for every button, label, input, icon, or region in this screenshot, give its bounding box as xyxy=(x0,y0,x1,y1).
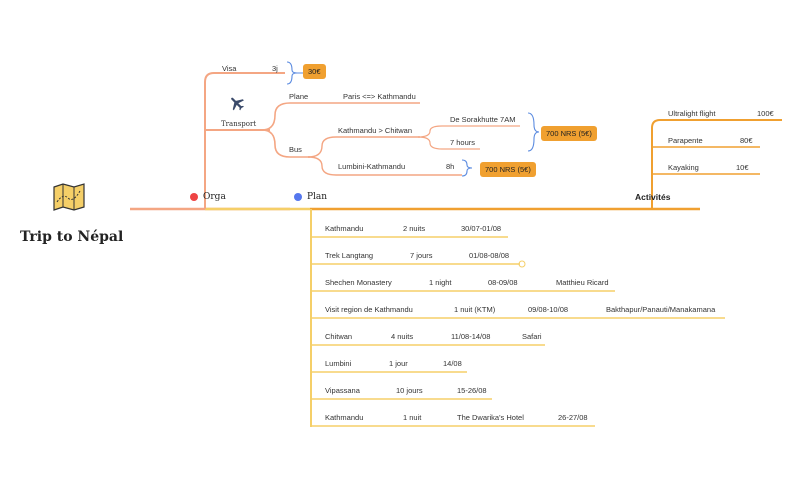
plan-cell: Chitwan xyxy=(325,332,353,341)
airplane-icon xyxy=(228,94,246,117)
plan-cell: 1 nuit xyxy=(403,413,422,422)
bus-time2: 8h xyxy=(446,162,455,171)
plan-dot xyxy=(294,193,302,201)
plan-cell: 1 jour xyxy=(389,359,408,368)
bus-cost2-badge: 700 NRS (5€) xyxy=(480,162,536,177)
plan-cell: 14/08 xyxy=(443,359,462,368)
activity-name: Kayaking xyxy=(668,163,699,172)
visa-label: Visa xyxy=(222,64,237,73)
bus-route2: Lumbini-Kathmandu xyxy=(338,162,406,171)
plan-cell: Matthieu Ricard xyxy=(556,278,609,287)
plan-cell: Kathmandu xyxy=(325,224,364,233)
plan-cell: 1 nuit (KTM) xyxy=(454,305,496,314)
plan-cell: 1 night xyxy=(429,278,452,287)
activity-price: 10€ xyxy=(736,163,749,172)
plan-cell: 7 jours xyxy=(410,251,433,260)
plan-cell: Lumbini xyxy=(325,359,352,368)
plan-cell: Bakthapur/Panauti/Manakamana xyxy=(606,305,716,314)
root-title: Trip to Népal xyxy=(20,229,124,245)
transport-label: Transport xyxy=(221,120,257,128)
plan-cell: Safari xyxy=(522,332,542,341)
activity-price: 100€ xyxy=(757,109,774,118)
plane-route: Paris <=> Kathmandu xyxy=(343,92,416,101)
orga-dot xyxy=(190,193,198,201)
plane-label: Plane xyxy=(289,92,309,101)
plan-cell: 11/08-14/08 xyxy=(451,332,491,341)
bus-cost1-badge: 700 NRS (5€) xyxy=(541,126,597,141)
activity-name: Parapente xyxy=(668,136,703,145)
plan-cell: 15-26/08 xyxy=(457,386,487,395)
branch-plan: Plan xyxy=(307,192,328,202)
bus-route1: Kathmandu > Chitwan xyxy=(338,126,413,135)
plan-cell: 26-27/08 xyxy=(558,413,588,422)
visa-cost-badge: 30€ xyxy=(303,64,326,79)
plan-cell: 30/07-01/08 xyxy=(461,224,502,233)
bus-time1: 7 hours xyxy=(450,138,476,147)
plan-cell: Shechen Monastery xyxy=(325,278,392,287)
plan-cell: Vipassana xyxy=(325,386,360,395)
bus-stop1: De Sorakhutte 7AM xyxy=(450,115,516,124)
plan-cell: Trek Langtang xyxy=(325,251,374,260)
plan-cell: 01/08-08/08 xyxy=(469,251,510,260)
visa-duration: 3j xyxy=(272,64,278,73)
plan-cell: 10 jours xyxy=(396,386,423,395)
plan-cell: The Dwarika's Hotel xyxy=(457,413,524,422)
plan-cell: 09/08-10/08 xyxy=(528,305,569,314)
activity-name: Ultralight flight xyxy=(668,109,716,118)
map-icon xyxy=(53,183,85,216)
bus-label: Bus xyxy=(289,145,302,154)
plan-cell: 2 nuits xyxy=(403,224,426,233)
branch-orga: Orga xyxy=(203,192,226,202)
plan-cell: 4 nuits xyxy=(391,332,414,341)
plan-cell: 08-09/08 xyxy=(488,278,518,287)
plan-cell: Visit region de Kathmandu xyxy=(325,305,413,314)
branch-activites: Activités xyxy=(635,192,671,202)
activity-price: 80€ xyxy=(740,136,753,145)
plan-cell: Kathmandu xyxy=(325,413,364,422)
